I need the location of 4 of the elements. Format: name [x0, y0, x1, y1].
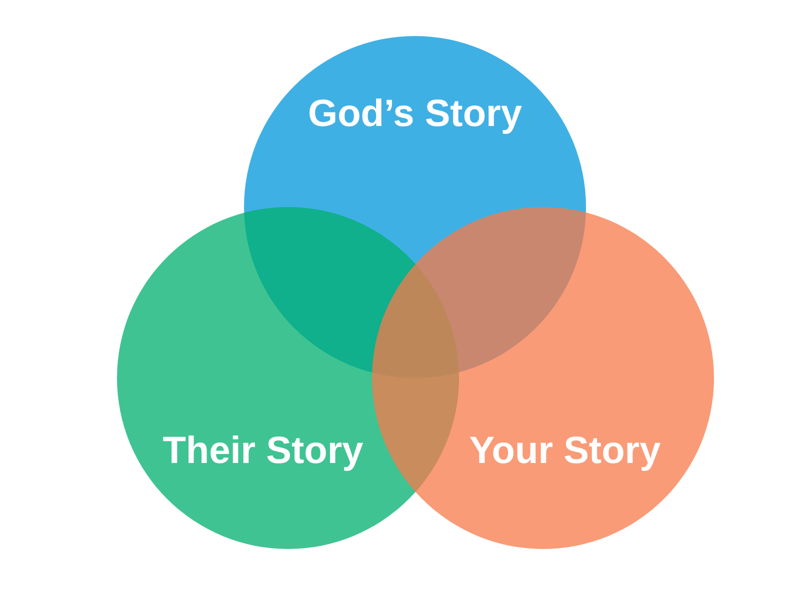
circle-label: Their Story: [162, 432, 364, 470]
circle-label: Your Story: [469, 432, 661, 470]
venn-circle: [372, 207, 714, 549]
circle-label: God’s Story: [308, 95, 522, 133]
